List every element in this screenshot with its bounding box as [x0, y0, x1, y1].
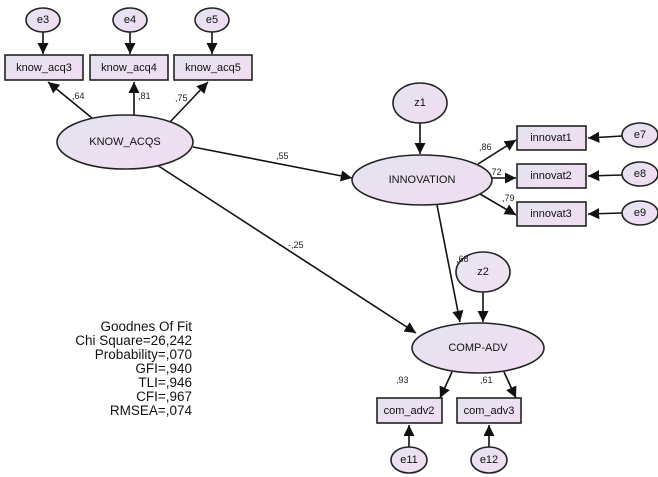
path-e9 — [587, 208, 623, 220]
indicator-innovat3 — [516, 201, 587, 227]
error-e12 — [470, 446, 508, 474]
error-e11-label: e11 — [400, 454, 418, 466]
disturbance-z1 — [392, 82, 448, 124]
indicator-com-adv2-label: com_adv2 — [384, 405, 435, 417]
error-e3 — [25, 7, 61, 33]
error-e8 — [621, 161, 658, 187]
error-e8-label: e8 — [634, 168, 646, 180]
coef-com-adv2: ,93 — [396, 375, 409, 385]
indicator-com-adv2 — [376, 397, 443, 424]
error-e7-label: e7 — [634, 129, 646, 141]
error-e4-label: e4 — [124, 14, 136, 26]
coef-innovat3: ,79 — [502, 193, 515, 203]
error-e9-label: e9 — [634, 207, 646, 219]
path-know-compadv — [156, 164, 417, 334]
path-innovat1 — [477, 139, 517, 165]
latent-comp-adv-label: COMP-ADV — [448, 342, 508, 354]
fit-title: Goodnes Of Fit — [100, 319, 192, 334]
error-e9 — [621, 200, 658, 226]
indicator-know-acq5 — [173, 54, 253, 81]
indicator-innovat3-label: innovat3 — [530, 208, 572, 220]
indicator-innovat2-label: innovat2 — [530, 170, 572, 182]
coefficients: ,64 ,81 ,75 ,55 -,25 ,86 ,72 ,79 ,68 ,93… — [72, 91, 515, 385]
coef-know-acq3: ,64 — [72, 91, 85, 101]
coef-com-adv3: ,61 — [480, 375, 493, 385]
indicator-know-acq3 — [4, 54, 84, 81]
fit-gfi: GFI=,940 — [135, 361, 192, 376]
indicator-innovat1-label: innovat1 — [530, 132, 572, 144]
coef-innovat2: ,72 — [489, 167, 502, 177]
path-innovat3 — [479, 193, 517, 216]
error-e5 — [194, 7, 230, 33]
fit-probability: Probability=,070 — [95, 347, 192, 362]
indicator-innovat2 — [516, 163, 587, 189]
path-e7 — [587, 131, 623, 143]
indicator-know-acq4-label: know_acq4 — [101, 62, 157, 74]
coef-innovation-compadv: ,68 — [456, 254, 469, 264]
goodness-of-fit: Goodnes Of Fit Chi Square=26,242 Probabi… — [75, 319, 192, 418]
path-know-acq5 — [169, 81, 209, 123]
fit-rmsea: RMSEA=,074 — [110, 403, 193, 418]
paths — [37, 32, 623, 447]
coef-know-acq4: ,81 — [138, 91, 151, 101]
latent-know-acqs — [56, 114, 194, 170]
indicator-com-adv3 — [456, 397, 522, 424]
error-e11 — [390, 446, 428, 474]
error-e5-label: e5 — [206, 14, 218, 26]
disturbance-z2-label: z2 — [477, 266, 489, 278]
error-e4 — [112, 7, 148, 33]
fit-tli: TLI=,946 — [138, 375, 192, 390]
latent-variables: KNOW_ACQS INNOVATION COMP-ADV — [56, 114, 545, 374]
indicator-know-acq4 — [89, 54, 169, 81]
path-e8 — [587, 170, 623, 182]
coef-know-innovation: ,55 — [276, 151, 289, 161]
path-com-adv2 — [439, 371, 453, 399]
indicator-innovat1 — [516, 125, 587, 151]
error-terms: e3 e4 e5 e7 e8 e9 e11 e12 z1 z2 — [25, 7, 658, 474]
error-e12-label: e12 — [480, 454, 498, 466]
indicator-com-adv3-label: com_adv3 — [464, 405, 515, 417]
indicator-know-acq5-label: know_acq5 — [185, 62, 241, 74]
coef-know-acq5: ,75 — [175, 93, 188, 103]
fit-chi-square: Chi Square=26,242 — [75, 333, 192, 348]
indicator-know-acq3-label: know_acq3 — [16, 62, 72, 74]
fit-cfi: CFI=,967 — [136, 389, 192, 404]
coef-innovat1: ,86 — [479, 142, 492, 152]
indicators: know_acq3 know_acq4 know_acq5 innovat1 i… — [4, 54, 587, 424]
path-know-innovation — [192, 146, 353, 182]
error-e7 — [621, 122, 658, 148]
coef-know-compadv: -,25 — [288, 240, 304, 250]
latent-know-acqs-label: KNOW_ACQS — [89, 136, 161, 148]
latent-comp-adv — [411, 322, 545, 374]
error-e3-label: e3 — [37, 14, 49, 26]
latent-innovation — [351, 154, 493, 206]
latent-innovation-label: INNOVATION — [389, 174, 456, 186]
path-innovation-compadv — [436, 204, 464, 323]
path-com-adv3 — [503, 371, 517, 399]
disturbance-z1-label: z1 — [414, 97, 426, 109]
disturbance-z2 — [455, 251, 511, 293]
path-know-acq3 — [47, 81, 93, 119]
